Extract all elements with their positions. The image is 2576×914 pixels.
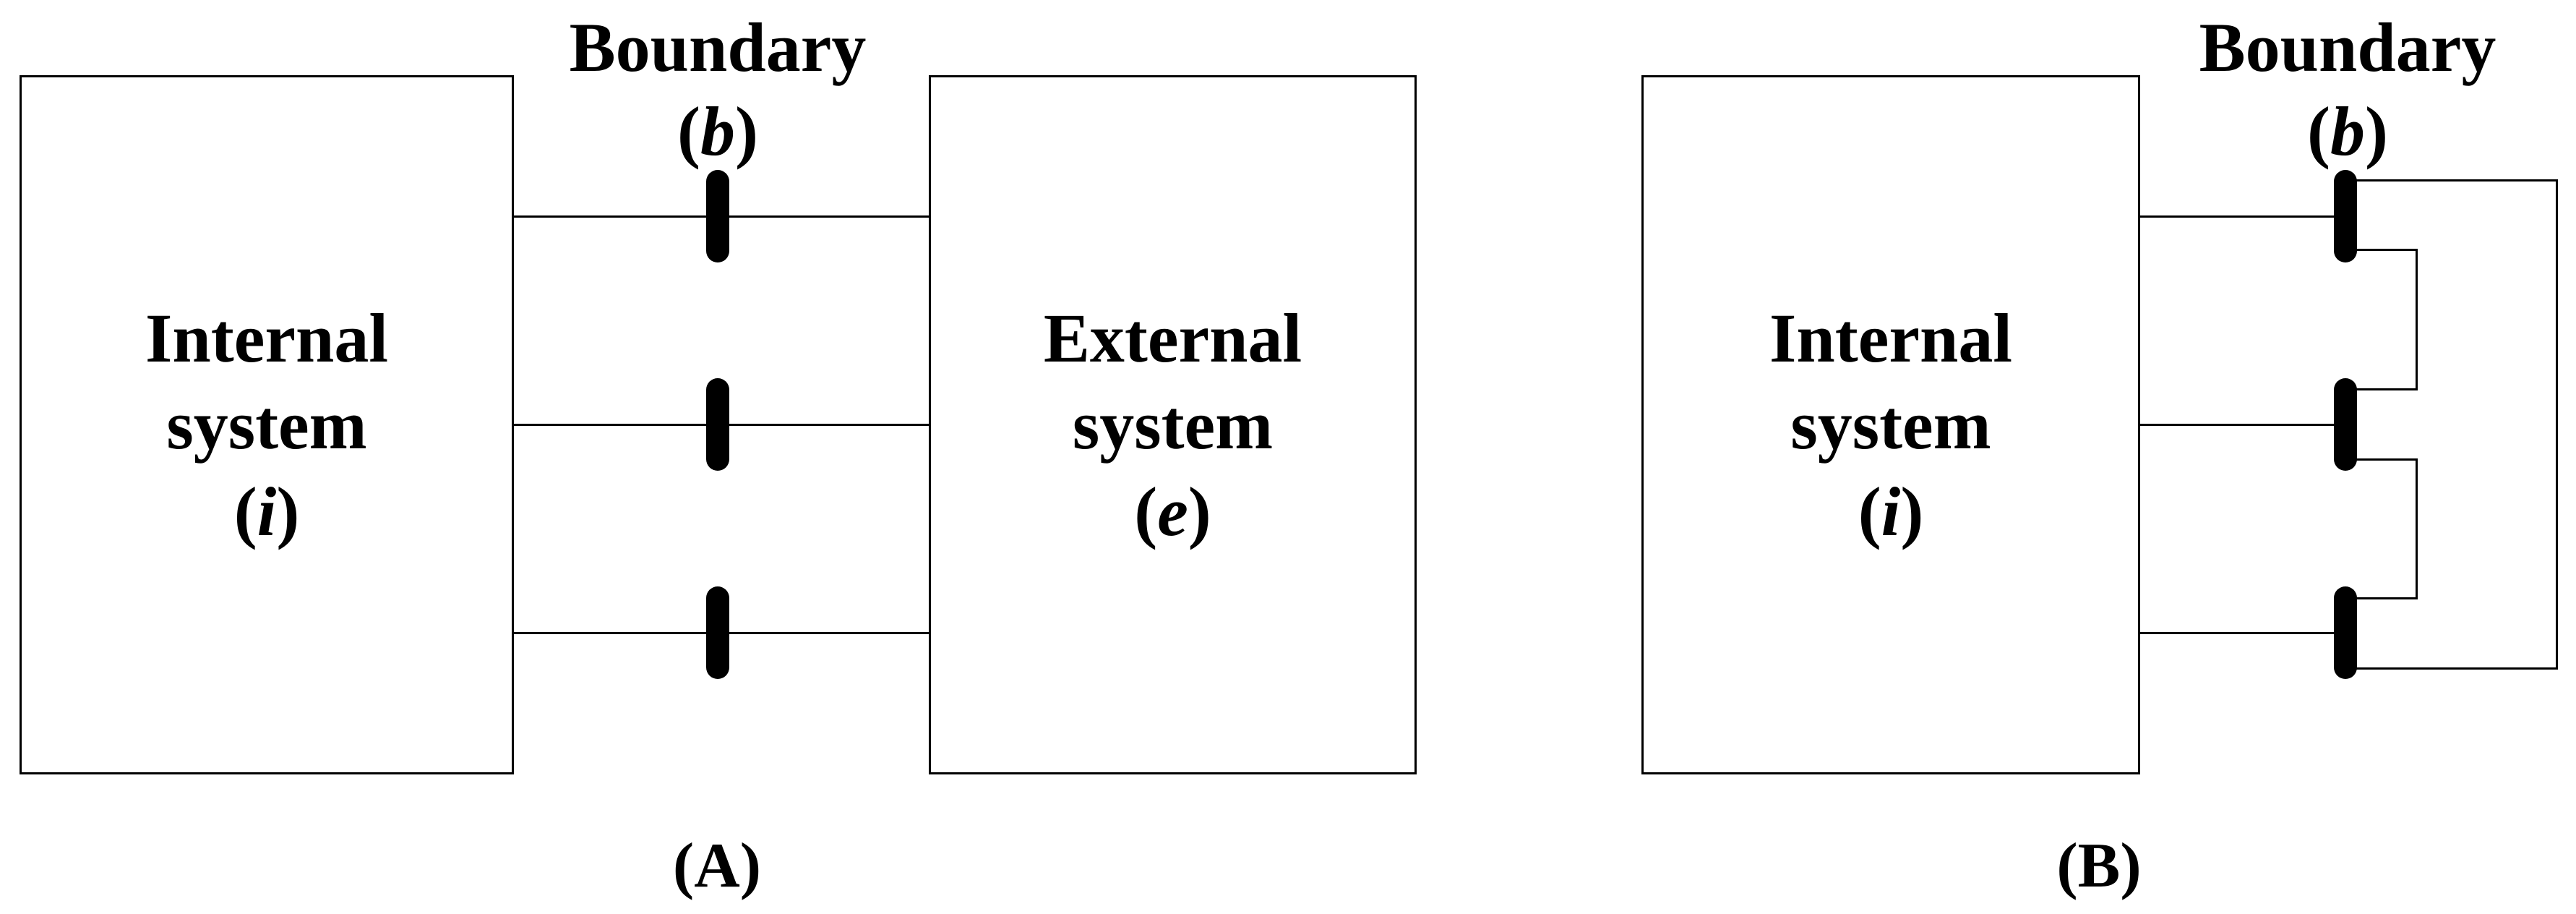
external-label-line-1: External [1043,299,1302,377]
panel-a-boundary-label: Boundary (b) [570,6,867,174]
internal-label-symbol: (i) [1858,472,1924,550]
panel-b-inner-loop1-bottom-line [2354,388,2418,390]
external-label-symbol: (e) [1134,472,1211,550]
panel-a-external-system-label: External system (e) [1044,295,1302,555]
panel-b-outer-loop-right-line [2556,179,2558,670]
panel-b-inner-loop1-right-line [2416,249,2418,390]
panel-b-internal-system-box: Internal system (i) [1641,75,2140,774]
internal-label-symbol: (i) [233,472,300,550]
panel-b-outer-loop-bottom-line [2354,667,2558,670]
panel-b-outer-loop-top-line [2354,179,2558,181]
panel-b-port-line-1 [2140,215,2335,218]
panel-a-caption: (A) [672,831,762,901]
internal-label-line-2: system [166,385,367,464]
internal-label-line-1: Internal [1769,299,2012,377]
panel-b-caption: (B) [2056,831,2142,901]
boundary-label-symbol: (b) [677,93,758,170]
panel-b-boundary-label: Boundary (b) [2199,6,2496,174]
internal-label-line-1: Internal [145,299,388,377]
panel-b-internal-system-label: Internal system (i) [1769,295,2012,555]
panel-a-external-system-box: External system (e) [929,75,1417,774]
panel-a-internal-system-label: Internal system (i) [145,295,388,555]
boundary-label-title: Boundary [2199,9,2496,86]
panel-a-boundary-tick-2 [706,378,729,471]
panel-b-inner-loop2-top-line [2354,458,2418,461]
panel-a-internal-system-box: Internal system (i) [20,75,514,774]
internal-label-line-2: system [1790,385,1991,464]
panel-b-inner-loop1-top-line [2354,249,2418,251]
external-label-line-2: system [1072,385,1274,464]
panel-b-boundary-tick-3 [2334,586,2357,679]
panel-b-inner-loop2-bottom-line [2354,597,2418,599]
panel-b-inner-loop2-right-line [2416,458,2418,599]
panel-a-boundary-tick-1 [706,170,729,262]
panel-b-boundary-tick-1 [2334,170,2357,262]
panel-a-boundary-tick-3 [706,586,729,679]
boundary-label-symbol: (b) [2307,93,2388,170]
panel-b-boundary-tick-2 [2334,378,2357,471]
panel-b-port-line-3 [2140,632,2335,634]
boundary-label-title: Boundary [569,9,867,86]
panel-b-port-line-2 [2140,424,2335,426]
